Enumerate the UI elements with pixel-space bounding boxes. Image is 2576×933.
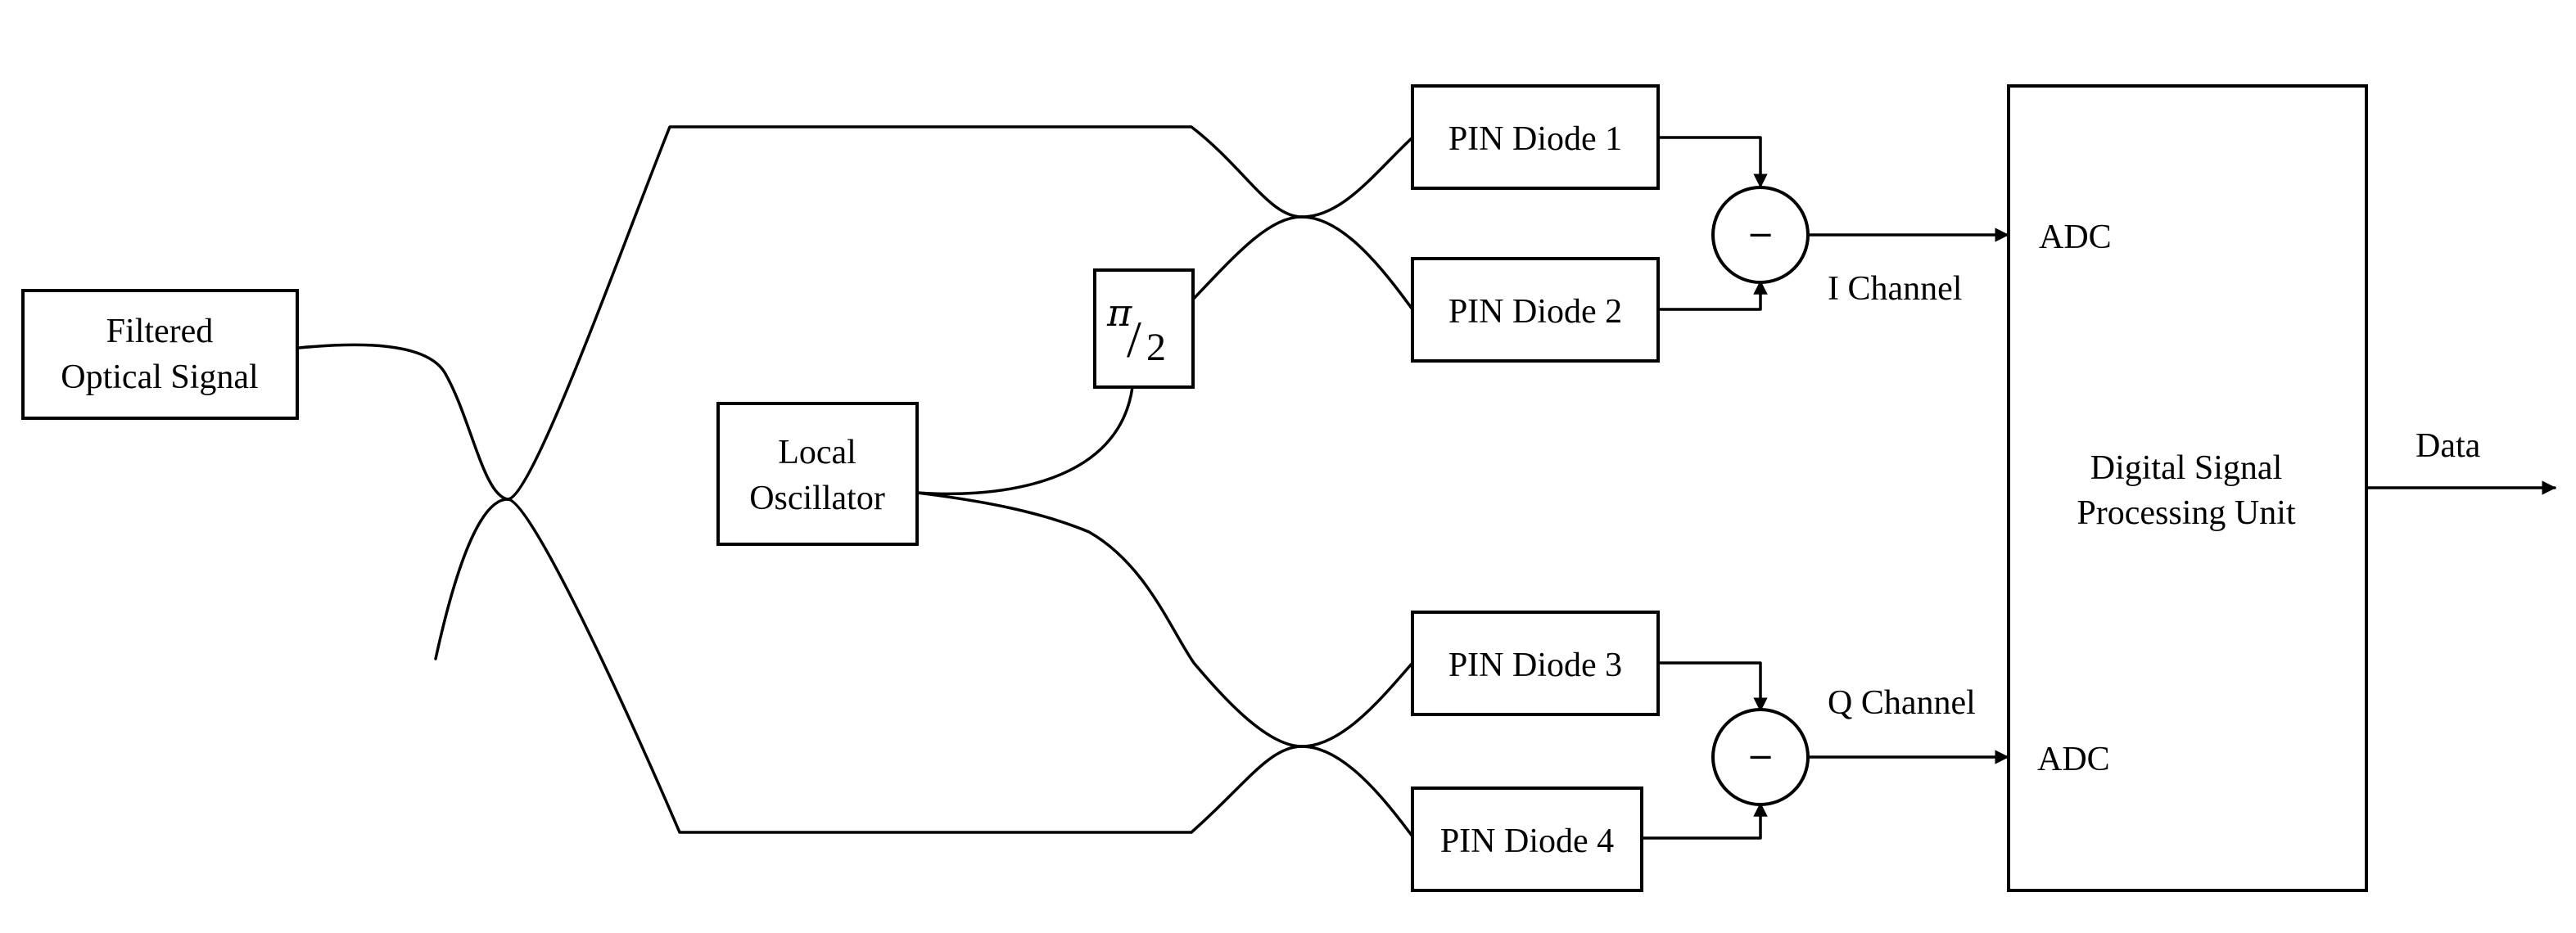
phase-shifter-divisor: 2 (1146, 326, 1166, 369)
q-channel-label: Q Channel (1828, 684, 1976, 722)
dsp-line1: Digital Signal (2090, 449, 2283, 487)
diode4-to-subtractor-q (1640, 802, 1768, 840)
i-channel-label: I Channel (1828, 270, 1962, 308)
subtractor-i-symbol: − (1747, 216, 1774, 254)
diode3-to-subtractor-q (1656, 661, 1768, 712)
signal-input-fiber (297, 343, 509, 501)
subtractor-q-symbol: − (1747, 738, 1774, 776)
dsp-unit-block: Digital Signal Processing Unit ADC ADC (2007, 84, 2368, 892)
filtered-signal-block: Filtered Optical Signal (21, 289, 299, 420)
filtered-signal-line2: Optical Signal (61, 358, 258, 396)
pin-diode-1-label: PIN Diode 1 (1448, 120, 1622, 158)
i-coupler-to-diode2 (1300, 215, 1414, 311)
phase-shifter-slash: / (1127, 310, 1141, 368)
q-coupler-to-diode4 (1300, 745, 1414, 838)
adc-top-label: ADC (2039, 219, 2112, 256)
diode2-to-subtractor-i (1656, 280, 1768, 311)
lo-to-phase-shifter (915, 385, 1134, 496)
optical-paths (297, 125, 1414, 838)
pin-diode-3-label: PIN Diode 3 (1448, 647, 1622, 684)
pin-diode-4-block: PIN Diode 4 (1411, 787, 1643, 892)
local-oscillator-line2: Oscillator (749, 480, 885, 517)
local-oscillator-block: Local Oscillator (716, 402, 919, 546)
data-output-label: Data (2416, 427, 2481, 465)
pin-diode-1-block: PIN Diode 1 (1411, 84, 1660, 190)
pin-diode-3-block: PIN Diode 3 (1411, 611, 1660, 716)
phase-shifter-pi: π (1106, 291, 1132, 335)
lo-to-q-coupler (915, 491, 1304, 748)
pin-diode-2-block: PIN Diode 2 (1411, 257, 1660, 363)
coupler1-stub-arm (434, 498, 509, 660)
subtractor-q: − (1711, 708, 1810, 806)
subtractor-i: − (1711, 186, 1810, 284)
filtered-signal-line1: Filtered (106, 313, 214, 350)
signal-upper-arm (506, 125, 1304, 501)
signal-lower-arm (506, 498, 1304, 834)
i-coupler-to-diode1 (1300, 136, 1414, 219)
adc-bottom-label: ADC (2037, 741, 2110, 778)
electrical-paths (1640, 136, 2556, 840)
dsp-line2: Processing Unit (2077, 494, 2295, 532)
pin-diode-2-label: PIN Diode 2 (1448, 293, 1622, 331)
pin-diode-4-label: PIN Diode 4 (1440, 823, 1614, 860)
local-oscillator-line1: Local (778, 434, 856, 471)
phase-shifter-to-i-coupler (1190, 215, 1304, 303)
phase-shifter-block: π / 2 (1093, 268, 1195, 389)
diode1-to-subtractor-i (1656, 136, 1768, 188)
q-coupler-to-diode3 (1300, 661, 1414, 748)
